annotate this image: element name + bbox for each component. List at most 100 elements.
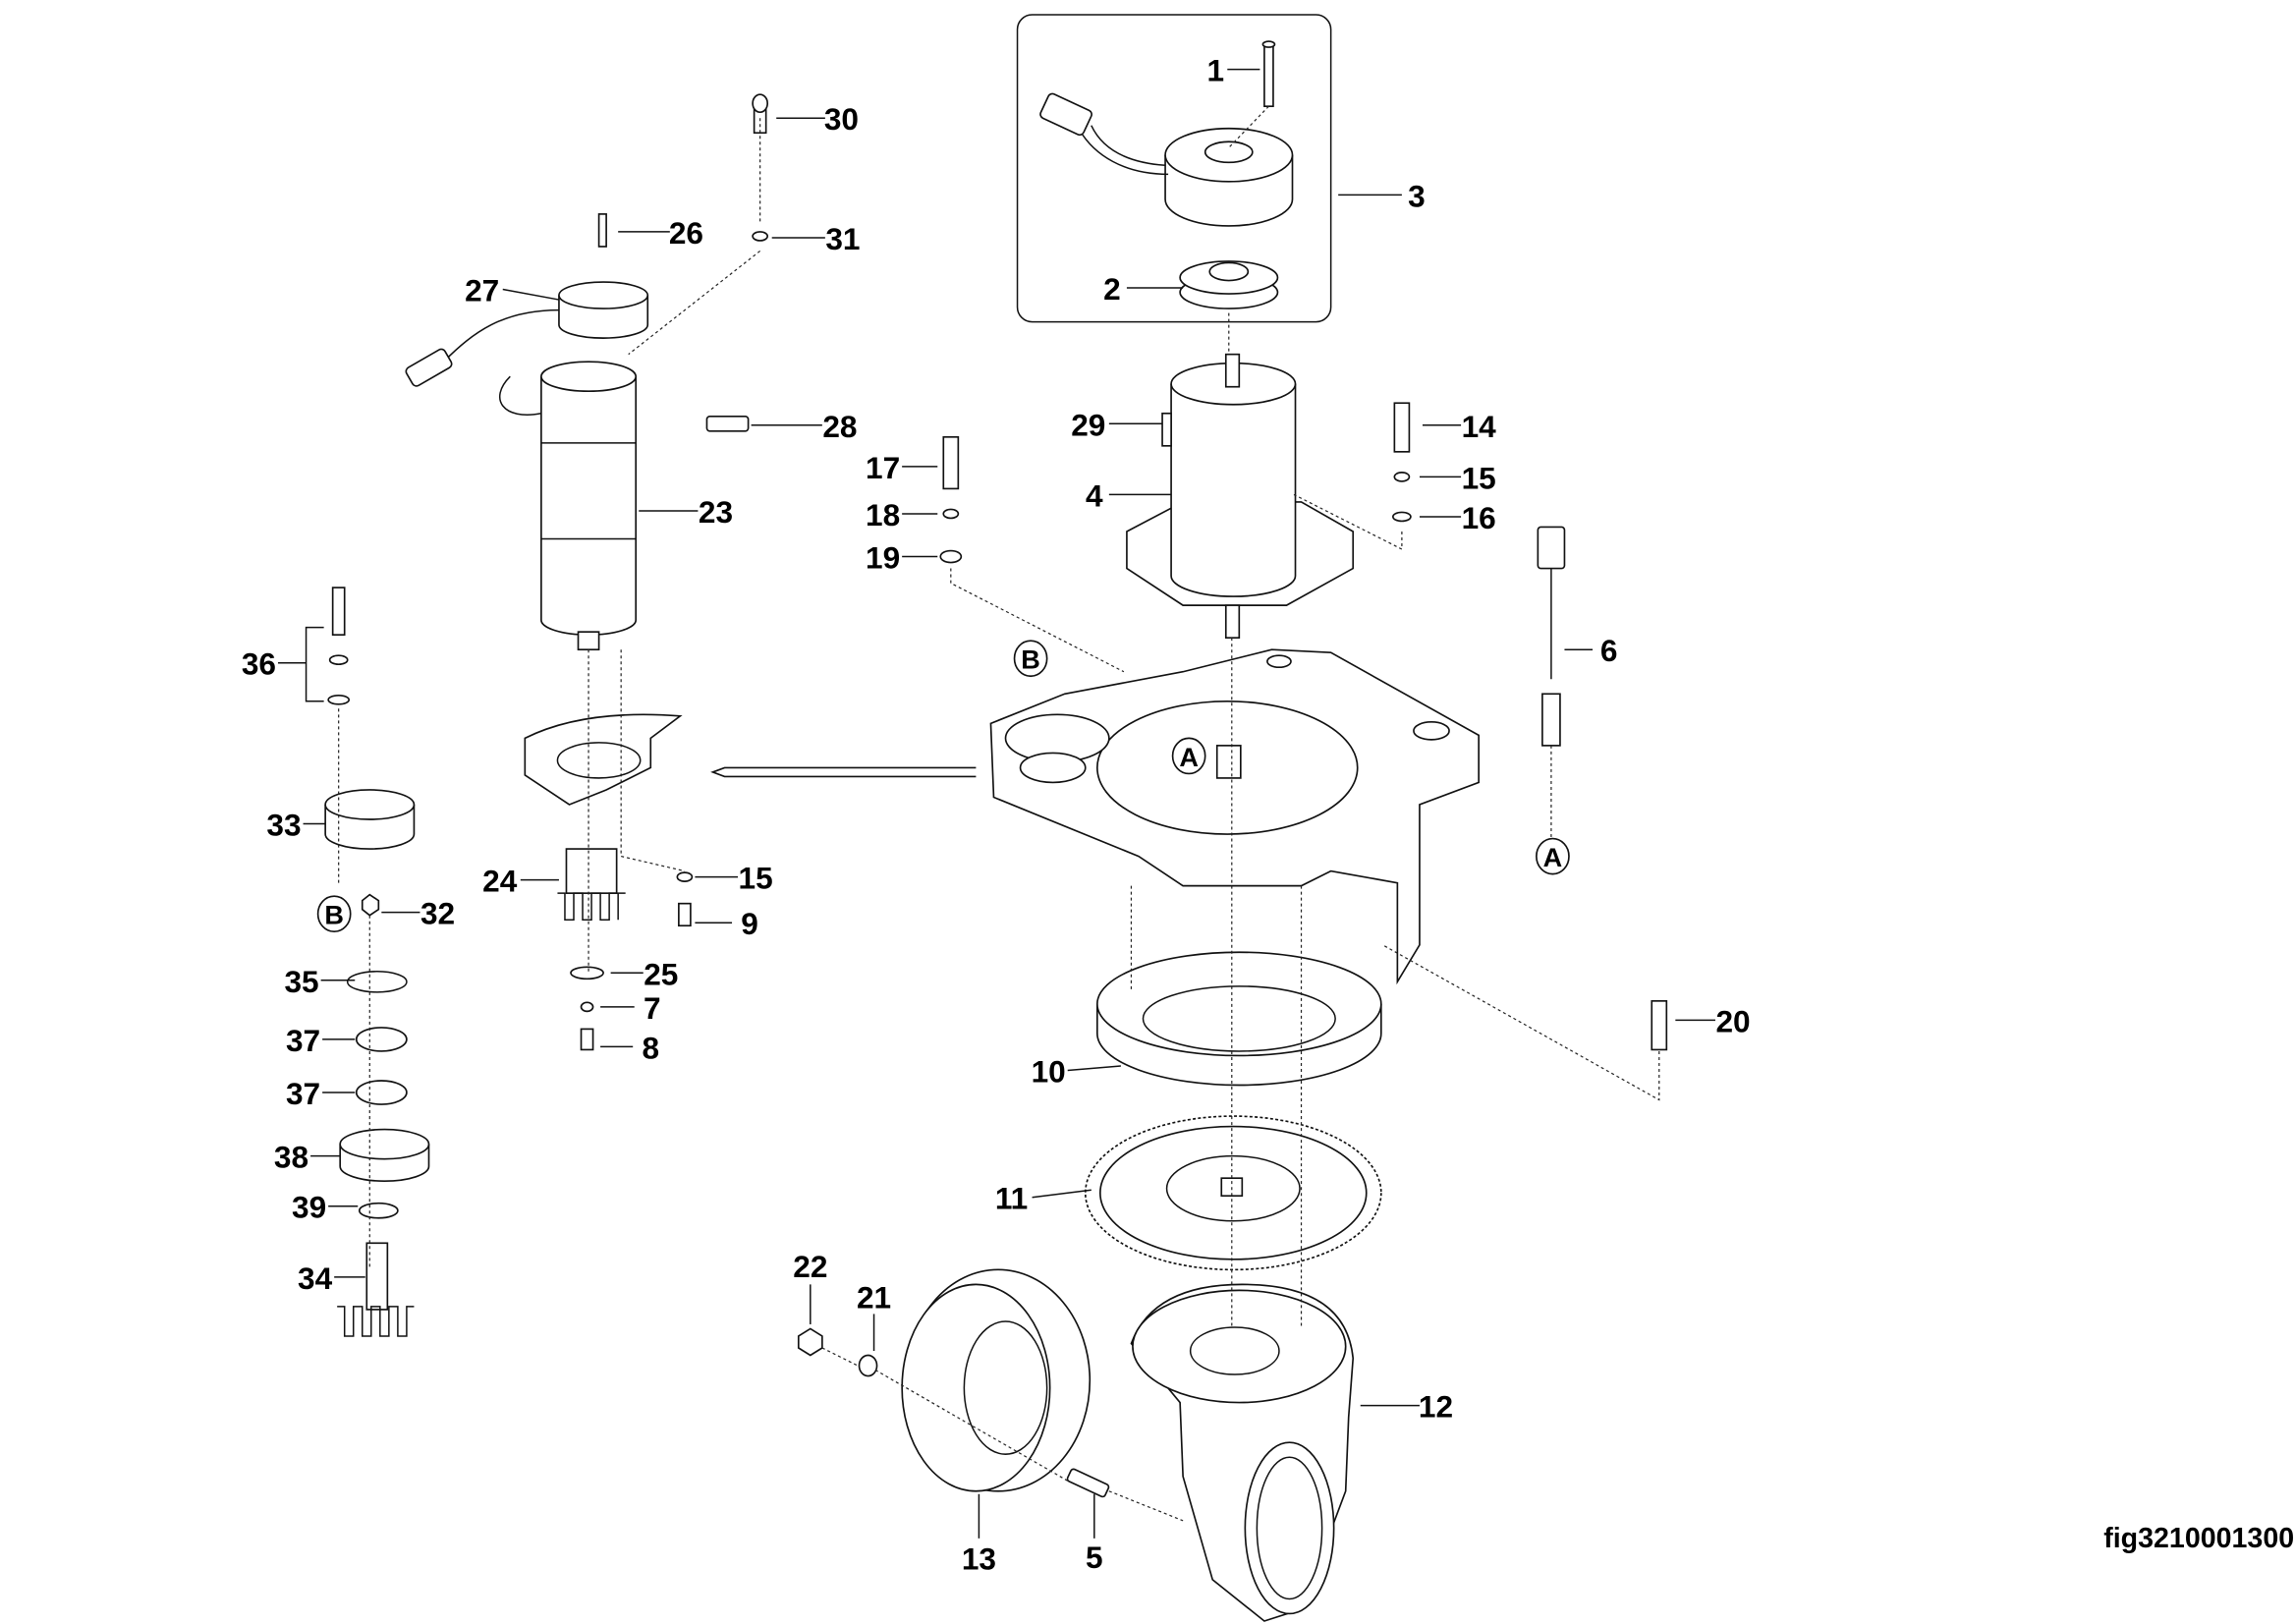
callout: 5 — [1086, 1493, 1103, 1575]
callout-number: 7 — [644, 990, 661, 1026]
callout-number: 11 — [995, 1181, 1028, 1216]
callout: 15 — [695, 861, 773, 896]
reference-letter: A — [1543, 842, 1563, 872]
callout-number: 13 — [962, 1540, 996, 1576]
callout-number: 15 — [1462, 460, 1496, 495]
callout: 37 — [286, 1023, 356, 1058]
callout: 19 — [866, 540, 938, 576]
view-arrow — [710, 766, 977, 778]
callout-number: 24 — [482, 864, 518, 899]
leader-line — [502, 288, 560, 301]
assembly-lines — [338, 105, 1660, 1522]
reference-circle: B — [316, 895, 352, 933]
callout-number: 27 — [465, 273, 499, 308]
callout: 14 — [1422, 409, 1497, 444]
callout-number: 34 — [298, 1260, 333, 1296]
callout: 6 — [1564, 633, 1617, 668]
callout-number: 14 — [1462, 409, 1497, 444]
callout-number: 6 — [1600, 633, 1618, 668]
callout-number: 16 — [1462, 500, 1496, 535]
callout: 34 — [298, 1260, 365, 1296]
callout: 33 — [266, 808, 326, 843]
part-motor-23 — [499, 361, 638, 651]
reference-circle: B — [1013, 640, 1048, 678]
leader-line — [1067, 1065, 1121, 1072]
callout-number: 39 — [292, 1190, 326, 1225]
callout-number: 33 — [266, 808, 301, 843]
callout-number: 20 — [1715, 1003, 1750, 1038]
callout: 4 — [1086, 477, 1172, 513]
callout-number: 38 — [274, 1140, 308, 1175]
callout-number: 36 — [242, 646, 276, 682]
leader-line — [1032, 1189, 1092, 1199]
callout-number: 8 — [642, 1030, 659, 1065]
part-wheel-13 — [901, 1268, 1092, 1492]
part-slewing-ring-10 — [1095, 951, 1382, 1087]
callout: 7 — [600, 990, 661, 1026]
callout-number: 25 — [644, 956, 678, 991]
callout: 3 — [1338, 178, 1426, 213]
part-washer-21 — [858, 1354, 878, 1377]
part-motor-flange-detail — [524, 713, 683, 806]
callout: 1 — [1206, 53, 1260, 88]
callout: 39 — [292, 1190, 359, 1225]
callout-number: 37 — [286, 1076, 320, 1111]
callout-number: 4 — [1086, 477, 1103, 513]
part-bolt-1 — [1261, 40, 1276, 108]
callout: 30 — [776, 101, 859, 137]
callout-number: 31 — [825, 221, 860, 256]
callout: 8 — [600, 1030, 659, 1065]
reference-letter: A — [1179, 742, 1199, 772]
callout-number: 10 — [1032, 1054, 1066, 1090]
callout-number: 18 — [866, 497, 900, 532]
callout-number: 17 — [866, 450, 900, 485]
callout: 20 — [1675, 1003, 1751, 1038]
part-pinion-24 — [557, 848, 626, 921]
part-nut-22 — [797, 1327, 823, 1357]
small-hardware — [570, 93, 1668, 1051]
reference-letter: B — [1021, 644, 1040, 675]
callout: 37 — [286, 1076, 356, 1111]
part-connector-28 — [705, 415, 750, 432]
reference-circle: A — [1536, 837, 1570, 875]
callout-number: 5 — [1086, 1540, 1103, 1575]
callout: 16 — [1419, 500, 1496, 535]
callout: 23 — [639, 494, 733, 530]
callout: 29 — [1071, 407, 1163, 442]
callout: 13 — [962, 1493, 996, 1576]
callout-number: 26 — [669, 215, 703, 251]
callout-number: 30 — [824, 101, 859, 137]
callout: 9 — [695, 906, 758, 941]
reference-circle: A — [1171, 737, 1206, 775]
figure-id: fig3210001300 — [2103, 1523, 2294, 1554]
part-hub-2 — [1179, 260, 1279, 309]
callout: 24 — [482, 864, 559, 899]
callout-number: 12 — [1419, 1389, 1453, 1425]
callout: 36 — [242, 646, 307, 682]
callout: 15 — [1419, 460, 1496, 495]
callout: 22 — [793, 1249, 827, 1324]
callout-number: 32 — [420, 896, 455, 931]
part-brake-3 — [1039, 92, 1294, 227]
callout-number: 19 — [866, 540, 900, 576]
part-motor-4 — [1126, 353, 1355, 640]
callout: 11 — [995, 1181, 1092, 1216]
callout-number: 22 — [793, 1249, 827, 1284]
part-left-column — [305, 587, 430, 1337]
brake-assembly-group-box — [1016, 14, 1332, 323]
callout: 35 — [284, 964, 356, 999]
callout-number: 37 — [286, 1023, 320, 1058]
callout-number: 28 — [822, 409, 857, 444]
callout-number: 2 — [1103, 271, 1121, 307]
callout: 38 — [274, 1140, 341, 1175]
callout: 17 — [866, 450, 938, 485]
callout-number: 9 — [741, 906, 758, 941]
callout-number: 23 — [699, 494, 733, 530]
callout: 12 — [1360, 1389, 1453, 1425]
callout: 25 — [610, 956, 678, 991]
callout: 10 — [1032, 1054, 1121, 1090]
reference-circle-layer: A A B B — [316, 640, 1570, 933]
